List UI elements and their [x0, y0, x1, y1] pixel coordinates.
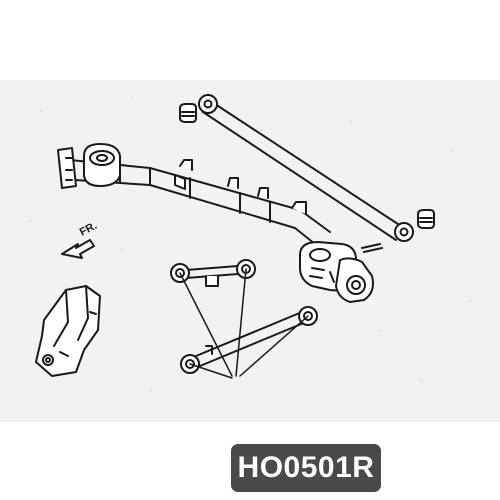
mounting-bracket: [35, 285, 101, 377]
front-label: FR.: [78, 220, 99, 239]
rear-beam: [69, 159, 331, 249]
front-direction-arrow: FR.: [61, 220, 99, 259]
beam-front-mount: [57, 143, 121, 189]
suspension-diagram: FR.: [29, 94, 473, 393]
paper-texture: [29, 94, 473, 393]
rod-bushing-right: [417, 209, 435, 229]
rod-bushing-left: [179, 103, 197, 123]
leader-lines: [179, 268, 309, 379]
part-number-label: HO0501R: [237, 451, 375, 484]
part-number-badge: HO0501R: [231, 444, 381, 492]
upper-control-arm: [170, 259, 256, 287]
rear-knuckle-hub: [299, 241, 383, 303]
diagram-sheet: FR. HO0501R: [0, 80, 500, 492]
lateral-rod: [198, 94, 414, 242]
